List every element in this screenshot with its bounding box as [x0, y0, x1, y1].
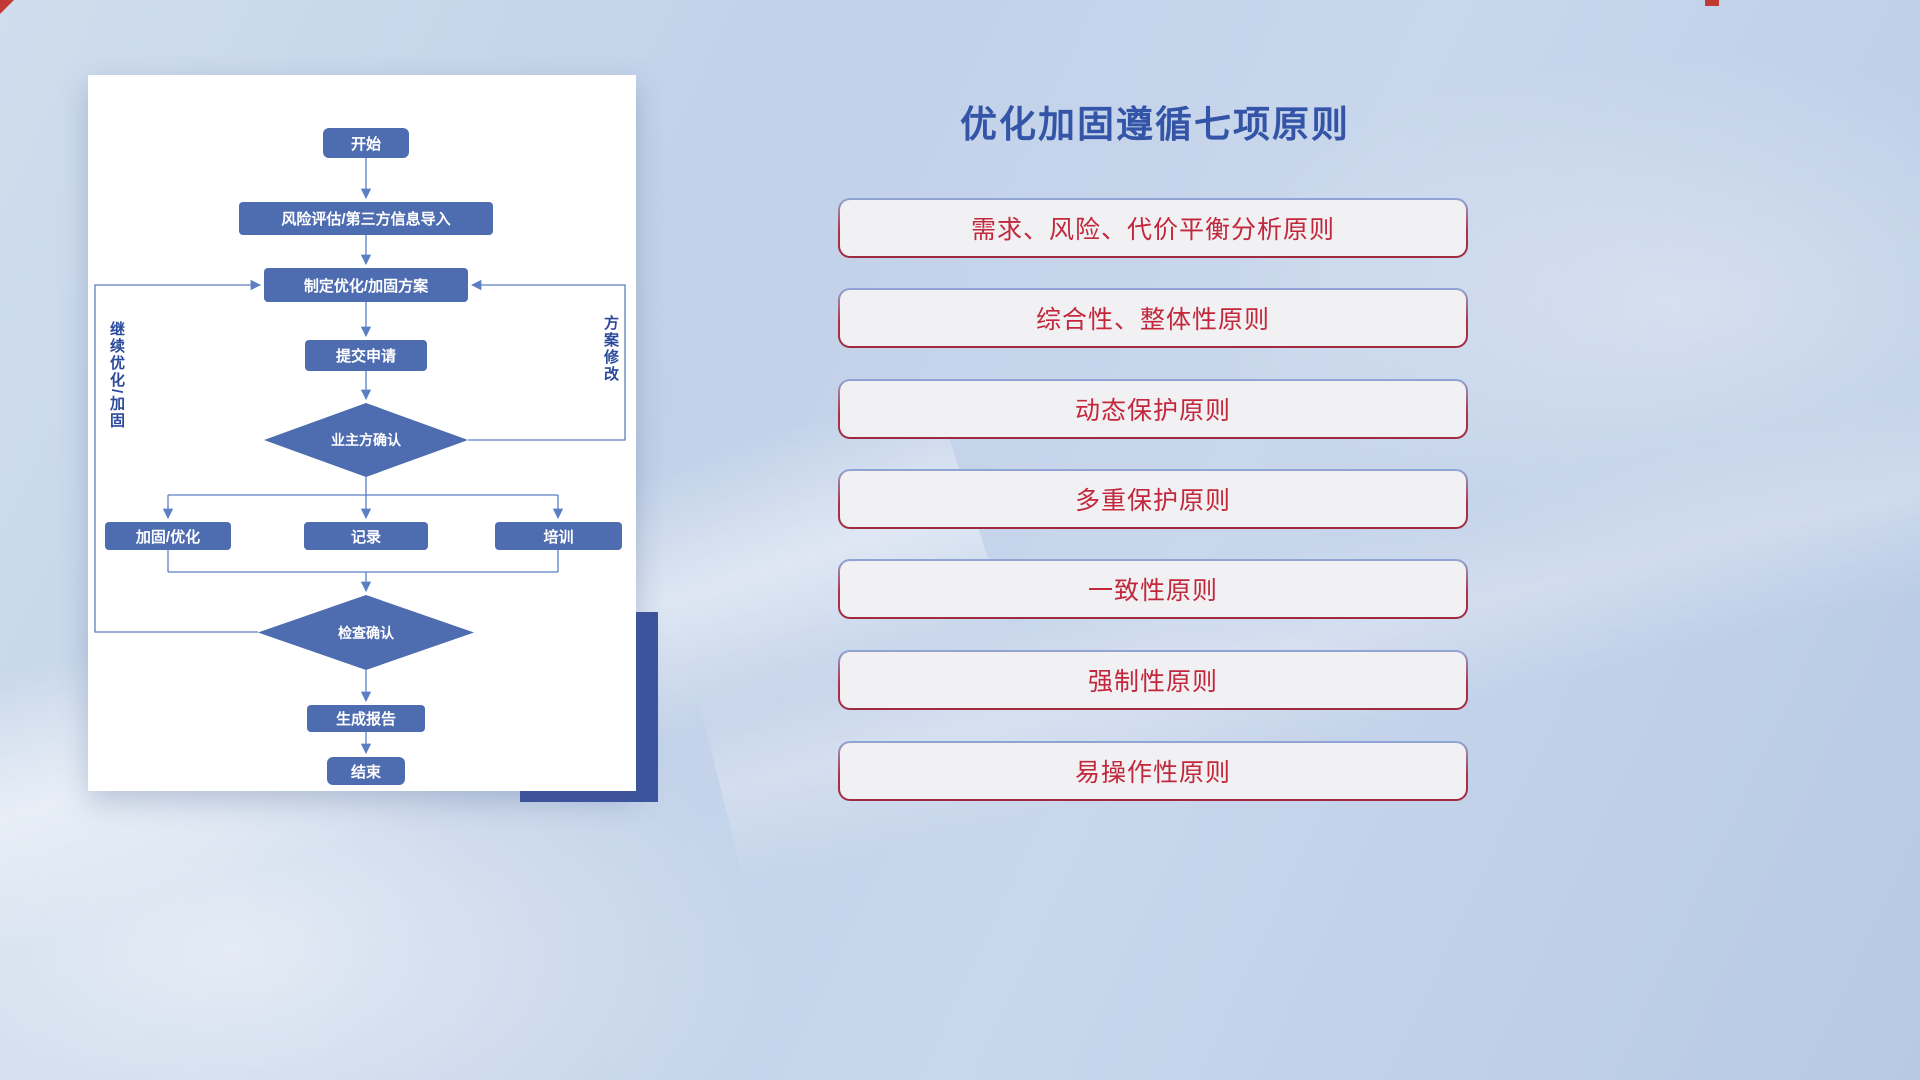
principle-pill-2: 综合性、整体性原则 [838, 288, 1468, 348]
principle-pill-4: 多重保护原则 [838, 469, 1468, 529]
flow-node-start: 开始 [323, 128, 409, 158]
principle-pill-inner: 需求、风险、代价平衡分析原则 [840, 200, 1466, 256]
flow-node-training: 培训 [495, 522, 622, 550]
loop-label-plan-modify: 方案修改 [602, 315, 619, 383]
principle-pill-inner: 动态保护原则 [840, 381, 1466, 437]
principle-pill-inner: 强制性原则 [840, 652, 1466, 708]
flow-connectors [94, 158, 626, 755]
principle-pill-1: 需求、风险、代价平衡分析原则 [838, 198, 1468, 258]
principle-pill-inner: 易操作性原则 [840, 743, 1466, 799]
flow-node-record: 记录 [304, 522, 428, 550]
flow-node-submit: 提交申请 [305, 340, 427, 371]
flowchart-card: 开始 风险评估/第三方信息导入 制定优化/加固方案 提交申请 业主方确认 加固/… [88, 75, 636, 791]
flow-node-make-plan: 制定优化/加固方案 [264, 268, 468, 302]
principle-text: 易操作性原则 [1074, 759, 1231, 787]
principle-pill-inner: 一致性原则 [840, 561, 1466, 617]
principle-text: 强制性原则 [1087, 668, 1218, 696]
flow-node-end: 结束 [327, 757, 405, 785]
flow-node-report: 生成报告 [307, 705, 425, 732]
flow-node-risk-import: 风险评估/第三方信息导入 [239, 202, 493, 235]
principle-text: 综合性、整体性原则 [1035, 306, 1270, 334]
principle-pill-3: 动态保护原则 [838, 379, 1468, 439]
flow-node-reinforce: 加固/优化 [105, 522, 231, 550]
principle-pill-inner: 综合性、整体性原则 [840, 290, 1466, 346]
loop-label-continue-optimize: 继续优化/加固 [108, 321, 125, 430]
top-edge-accent [1705, 0, 1719, 6]
principle-pill-7: 易操作性原则 [838, 741, 1468, 801]
principle-text: 多重保护原则 [1074, 487, 1231, 515]
principle-pill-inner: 多重保护原则 [840, 471, 1466, 527]
principle-pill-6: 强制性原则 [838, 650, 1468, 710]
principle-text: 一致性原则 [1087, 577, 1218, 605]
principle-text: 需求、风险、代价平衡分析原则 [970, 216, 1335, 244]
principle-text: 动态保护原则 [1074, 397, 1231, 425]
principle-pill-5: 一致性原则 [838, 559, 1468, 619]
panel-title: 优化加固遵循七项原则 [960, 104, 1350, 145]
corner-accent [0, 0, 14, 14]
